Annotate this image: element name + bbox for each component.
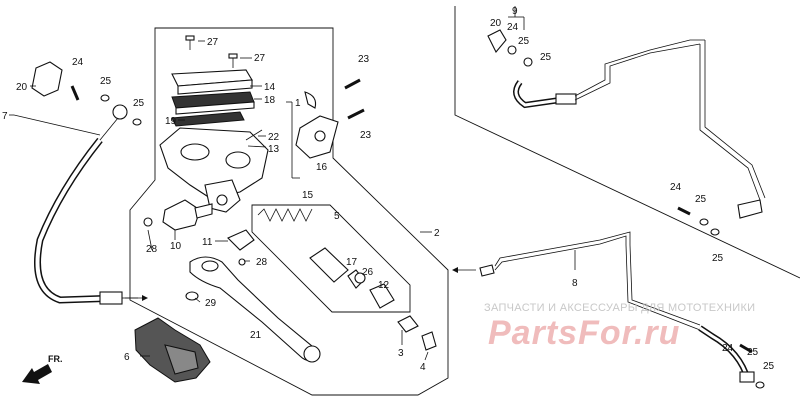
piston-kit-frame: [251, 204, 411, 313]
holder-16: [295, 115, 339, 159]
callout-25: 25: [747, 347, 759, 358]
left-clutch-hose: [31, 61, 138, 305]
callout-8: 8: [572, 278, 578, 289]
master-cylinder-body: [159, 127, 269, 213]
callout-15: 15: [302, 190, 314, 201]
washer-25-left: [100, 94, 142, 126]
callout-24: 24: [722, 343, 734, 354]
callout-22: 22: [268, 132, 280, 143]
callout-16: 16: [316, 162, 328, 173]
clutch-lever-21: [189, 256, 321, 363]
callout-13: 13: [268, 144, 280, 155]
reservoir-cap: [171, 69, 255, 127]
cover-6: [134, 317, 211, 383]
callout-17: 17: [346, 257, 358, 268]
callout-25: 25: [712, 253, 724, 264]
callout-25: 25: [100, 76, 112, 87]
watermark-text: ЗАПЧАСТИ И АКСЕССУАРЫ ДЛЯ МОТОТЕХНИКИ: [484, 302, 756, 314]
callout-18: 18: [264, 95, 276, 106]
leader-lines: [9, 6, 576, 361]
bolt-24-left: [70, 85, 80, 101]
callout-19: 19: [165, 116, 177, 127]
arrow-right-hose: [452, 267, 476, 273]
callout-23: 23: [360, 130, 372, 141]
callout-24: 24: [670, 182, 682, 193]
callout-24: 24: [507, 22, 519, 33]
callout-29: 29: [205, 298, 217, 309]
callout-24: 24: [72, 57, 84, 68]
callout-6: 6: [124, 352, 130, 363]
pivot-bolt-11: [227, 229, 255, 266]
callout-27: 27: [207, 37, 219, 48]
front-direction-arrow: [22, 364, 52, 384]
bolt-23: [344, 78, 365, 120]
bleeder-3-cap-4: [397, 315, 437, 351]
callout-11: 11: [202, 237, 213, 248]
watermark-logo: PartsFor.ru: [488, 314, 681, 352]
callout-4: 4: [420, 362, 426, 373]
callout-25: 25: [540, 52, 552, 63]
callout-26: 26: [362, 267, 374, 278]
callout-1: 1: [295, 98, 301, 109]
callout-25: 25: [695, 194, 707, 205]
callout-28: 28: [256, 257, 268, 268]
screw-27: [185, 35, 238, 68]
callout-9: 9: [512, 6, 518, 17]
hose-frame: [454, 6, 800, 279]
callout-25: 25: [133, 98, 145, 109]
callout-20: 20: [16, 82, 28, 93]
callout-2: 2: [434, 228, 440, 239]
right-upper-hose: [487, 29, 766, 219]
front-label: FR.: [48, 354, 63, 364]
callout-12: 12: [378, 280, 390, 291]
bolts-right: [677, 206, 765, 389]
callout-27: 27: [254, 53, 266, 64]
arrow-left-hose: [125, 295, 148, 301]
callout-3: 3: [398, 348, 404, 359]
callout-25: 25: [763, 361, 775, 372]
callout-21: 21: [250, 330, 262, 341]
switch-10: [143, 199, 213, 231]
callout-23: 23: [358, 54, 370, 65]
callout-20: 20: [490, 18, 502, 29]
callout-25: 25: [518, 36, 530, 47]
boot-1: [304, 91, 317, 109]
callout-10: 10: [170, 241, 182, 252]
right-lower-pipe: [479, 231, 755, 383]
callout-14: 14: [264, 82, 276, 93]
callout-5: 5: [334, 211, 340, 222]
spring-piston: [257, 208, 395, 309]
callout-28: 28: [146, 244, 158, 255]
master-cylinder-frame: [129, 27, 449, 396]
callout-7: 7: [2, 111, 8, 122]
